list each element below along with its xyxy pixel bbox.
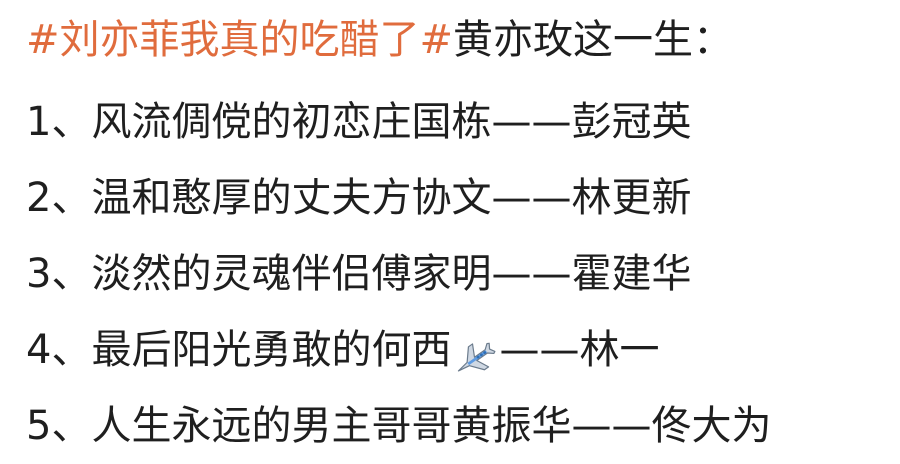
list-item: 2、温和憨厚的丈夫方协文——林更新 — [26, 160, 886, 236]
hashtag-link[interactable]: #刘亦菲我真的吃醋了# — [26, 17, 454, 63]
list-item: 5、人生永远的男主哥哥黄振华——佟大为 — [26, 388, 886, 464]
weibo-post-text: #刘亦菲我真的吃醋了#黄亦玫这一生： 1、风流倜傥的初恋庄国栋——彭冠英 2、温… — [26, 10, 886, 464]
item-text: 淡然的灵魂伴侣傅家明——霍建华 — [91, 251, 692, 297]
item-text: 温和憨厚的丈夫方协文——林更新 — [91, 175, 692, 221]
list-item: 4、最后阳光勇敢的何西 ——林一 — [26, 312, 886, 388]
item-number: 2、 — [26, 175, 92, 221]
item-number: 5、 — [26, 403, 92, 449]
item-text: 人生永远的男主哥哥黄振华——佟大为 — [91, 403, 772, 449]
intro-text: 黄亦玫这一生： — [453, 17, 734, 63]
item-number: 4、 — [26, 327, 92, 373]
item-number: 3、 — [26, 251, 92, 297]
post-intro-line: #刘亦菲我真的吃醋了#黄亦玫这一生： — [26, 10, 886, 70]
item-text: 风流倜傥的初恋庄国栋——彭冠英 — [91, 99, 692, 145]
list-item: 3、淡然的灵魂伴侣傅家明——霍建华 — [26, 236, 886, 312]
item-text: 最后阳光勇敢的何西 — [91, 327, 452, 373]
list-item: 1、风流倜傥的初恋庄国栋——彭冠英 — [26, 84, 886, 160]
airplane-icon — [451, 329, 497, 372]
item-text-suffix: ——林一 — [499, 327, 660, 373]
item-number: 1、 — [26, 99, 92, 145]
